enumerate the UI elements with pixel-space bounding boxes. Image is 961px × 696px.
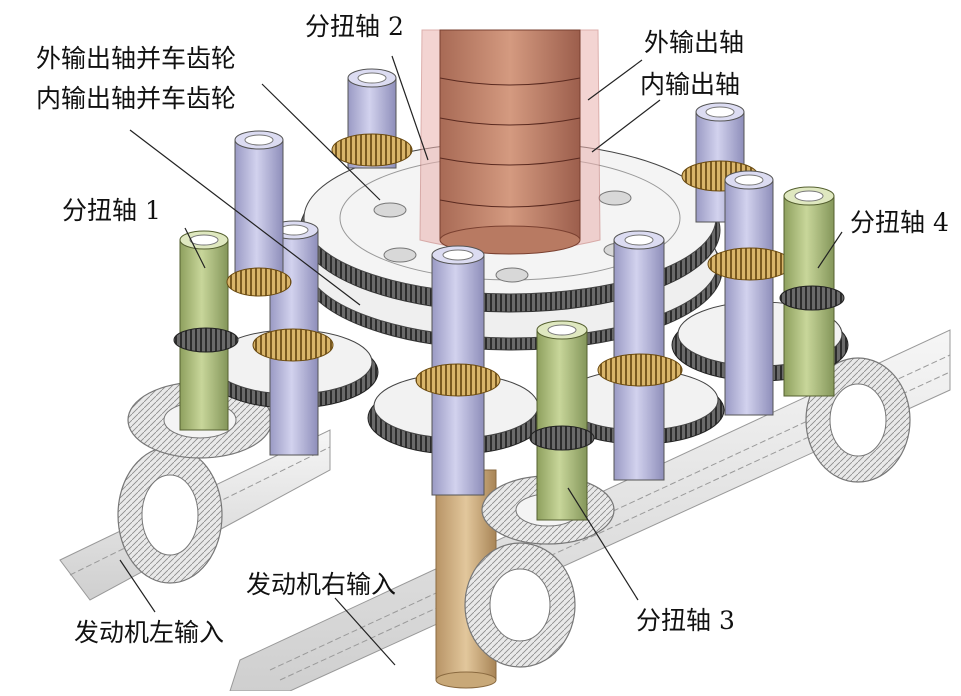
label-shaft-4: 分扭轴 4 bbox=[850, 208, 949, 237]
output-shaft-column bbox=[419, 29, 601, 255]
label-inner-output-gear: 内输出轴并车齿轮 bbox=[36, 84, 237, 113]
shaft-top-left-assembly bbox=[226, 130, 292, 297]
label-shaft-3: 分扭轴 3 bbox=[636, 606, 735, 635]
shaft-centre-right-assembly bbox=[555, 230, 725, 481]
shaft-centre-assembly bbox=[367, 245, 545, 496]
label-shaft-1: 分扭轴 1 bbox=[62, 196, 161, 225]
shaft2-assembly bbox=[331, 68, 413, 169]
label-outer-output-shaft: 外输出轴 bbox=[644, 28, 745, 57]
shaft3-assembly bbox=[529, 320, 595, 521]
label-inner-output-shaft: 内输出轴 bbox=[640, 70, 741, 99]
leader-lines bbox=[119, 55, 843, 666]
shaft4-assembly bbox=[671, 170, 849, 416]
label-outer-output-gear: 外输出轴并车齿轮 bbox=[36, 44, 237, 73]
label-engine-left-input: 发动机左输入 bbox=[74, 618, 225, 647]
label-engine-right-input: 发动机右输入 bbox=[246, 570, 397, 599]
label-shaft-2: 分扭轴 2 bbox=[305, 12, 404, 41]
